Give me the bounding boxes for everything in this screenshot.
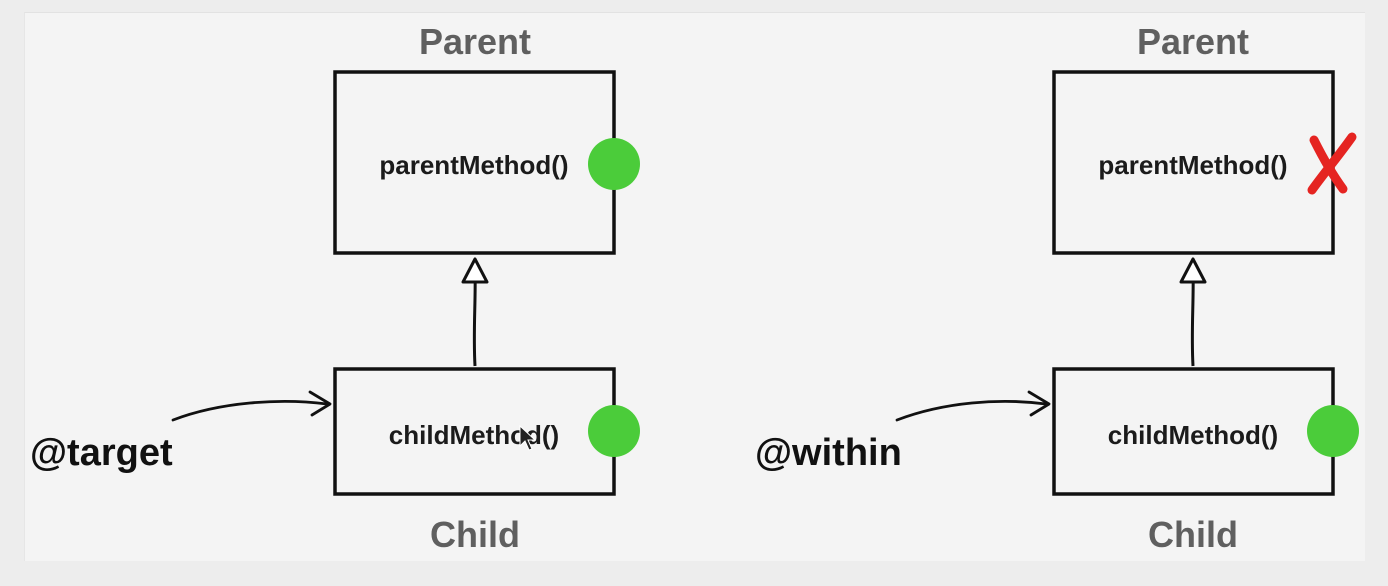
right-parent-label: Parent bbox=[1137, 21, 1249, 62]
right-child-label: Child bbox=[1148, 514, 1238, 555]
left-diagram: Parent parentMethod() childMethod() Chil… bbox=[30, 21, 640, 555]
left-inheritance-arrowhead bbox=[461, 257, 489, 284]
left-pointcut-label: @target bbox=[30, 432, 173, 474]
red-x-icon bbox=[1307, 132, 1357, 195]
green-dot-icon bbox=[1307, 405, 1359, 457]
right-child-method: childMethod() bbox=[1108, 420, 1278, 450]
left-pointcut-arrowhead bbox=[308, 390, 332, 417]
left-child-label: Child bbox=[430, 514, 520, 555]
right-pointcut-arrowhead bbox=[1027, 390, 1051, 417]
green-dot-icon bbox=[588, 138, 640, 190]
right-pointcut-arrow bbox=[895, 400, 1048, 422]
right-pointcut-label: @within bbox=[755, 432, 902, 474]
right-parent-method: parentMethod() bbox=[1098, 150, 1287, 180]
left-parent-method: parentMethod() bbox=[379, 150, 568, 180]
mouse-cursor-icon bbox=[519, 424, 537, 451]
left-child-method: childMethod() bbox=[389, 420, 559, 450]
slide-canvas bbox=[24, 12, 1365, 561]
right-inheritance-arrowhead bbox=[1179, 257, 1207, 284]
left-pointcut-arrow bbox=[171, 400, 329, 422]
left-parent-label: Parent bbox=[419, 21, 531, 62]
right-diagram: Parent parentMethod() childMethod() Chil… bbox=[755, 21, 1359, 555]
green-dot-icon bbox=[588, 405, 640, 457]
